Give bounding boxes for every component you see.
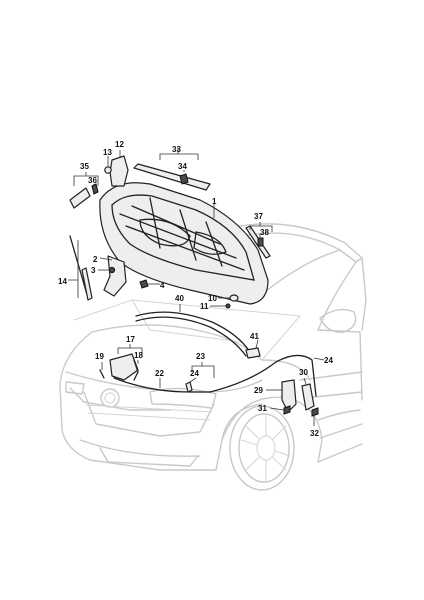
part-30-bracket: [301, 383, 315, 411]
leader-lines: [68, 148, 325, 426]
part-29-release-handle: [281, 379, 297, 413]
part-32-screw: [311, 407, 319, 417]
part-2-hood-hinge: [103, 255, 127, 297]
label-37: 37: [254, 212, 263, 221]
label-32: 32: [310, 429, 319, 438]
part-13-washer: [104, 166, 112, 174]
part-40-seal: [135, 311, 251, 353]
part-4-clip: [139, 279, 149, 289]
part-23-clip: [185, 381, 193, 393]
part-12-bracket: [109, 155, 129, 187]
label-3: 3: [91, 266, 96, 275]
part-17-lock: [109, 353, 139, 381]
label-18: 18: [134, 351, 143, 360]
label-36: 36: [88, 176, 97, 185]
part-10-bump-stop: [229, 294, 239, 302]
label-30: 30: [299, 368, 308, 377]
part-31-screw: [283, 405, 291, 415]
part-24-release-cable: [209, 354, 317, 397]
part-35-bracket: [69, 187, 91, 209]
label-38: 38: [260, 228, 269, 237]
label-14: 14: [58, 277, 67, 286]
label-24-front: 24: [190, 369, 199, 378]
engine-bay-outline: [73, 299, 302, 361]
label-35: 35: [80, 162, 89, 171]
part-38-clip: [257, 237, 264, 247]
label-4: 4: [160, 281, 165, 290]
part-34-clip: [179, 173, 189, 185]
label-33: 33: [172, 145, 181, 154]
hood-panel: [99, 182, 269, 305]
label-22: 22: [155, 369, 164, 378]
part-11-nut: [225, 303, 231, 309]
part-22-cable: [113, 377, 211, 393]
label-29: 29: [254, 386, 263, 395]
label-41: 41: [250, 332, 259, 341]
label-2: 2: [93, 255, 98, 264]
label-12: 12: [115, 140, 124, 149]
part-41-striker: [245, 347, 261, 359]
label-24-side: 24: [324, 356, 333, 365]
label-19: 19: [95, 352, 104, 361]
part-3-bolt: [108, 266, 116, 274]
part-18-lock-lever: [133, 359, 139, 381]
label-1: 1: [212, 197, 217, 206]
part-19-bolt: [99, 369, 105, 379]
front-wheel: [229, 405, 295, 491]
part-number-labels: 1 2 3 4 10 11 12 13 14 17 18 19 22 23 24…: [58, 140, 333, 438]
label-40: 40: [175, 294, 184, 303]
label-23: 23: [196, 352, 205, 361]
label-34: 34: [178, 162, 187, 171]
label-17: 17: [126, 335, 135, 344]
label-10: 10: [208, 294, 217, 303]
label-13: 13: [103, 148, 112, 157]
label-11: 11: [200, 302, 209, 311]
part-36-screw: [91, 183, 99, 195]
label-31: 31: [258, 404, 267, 413]
